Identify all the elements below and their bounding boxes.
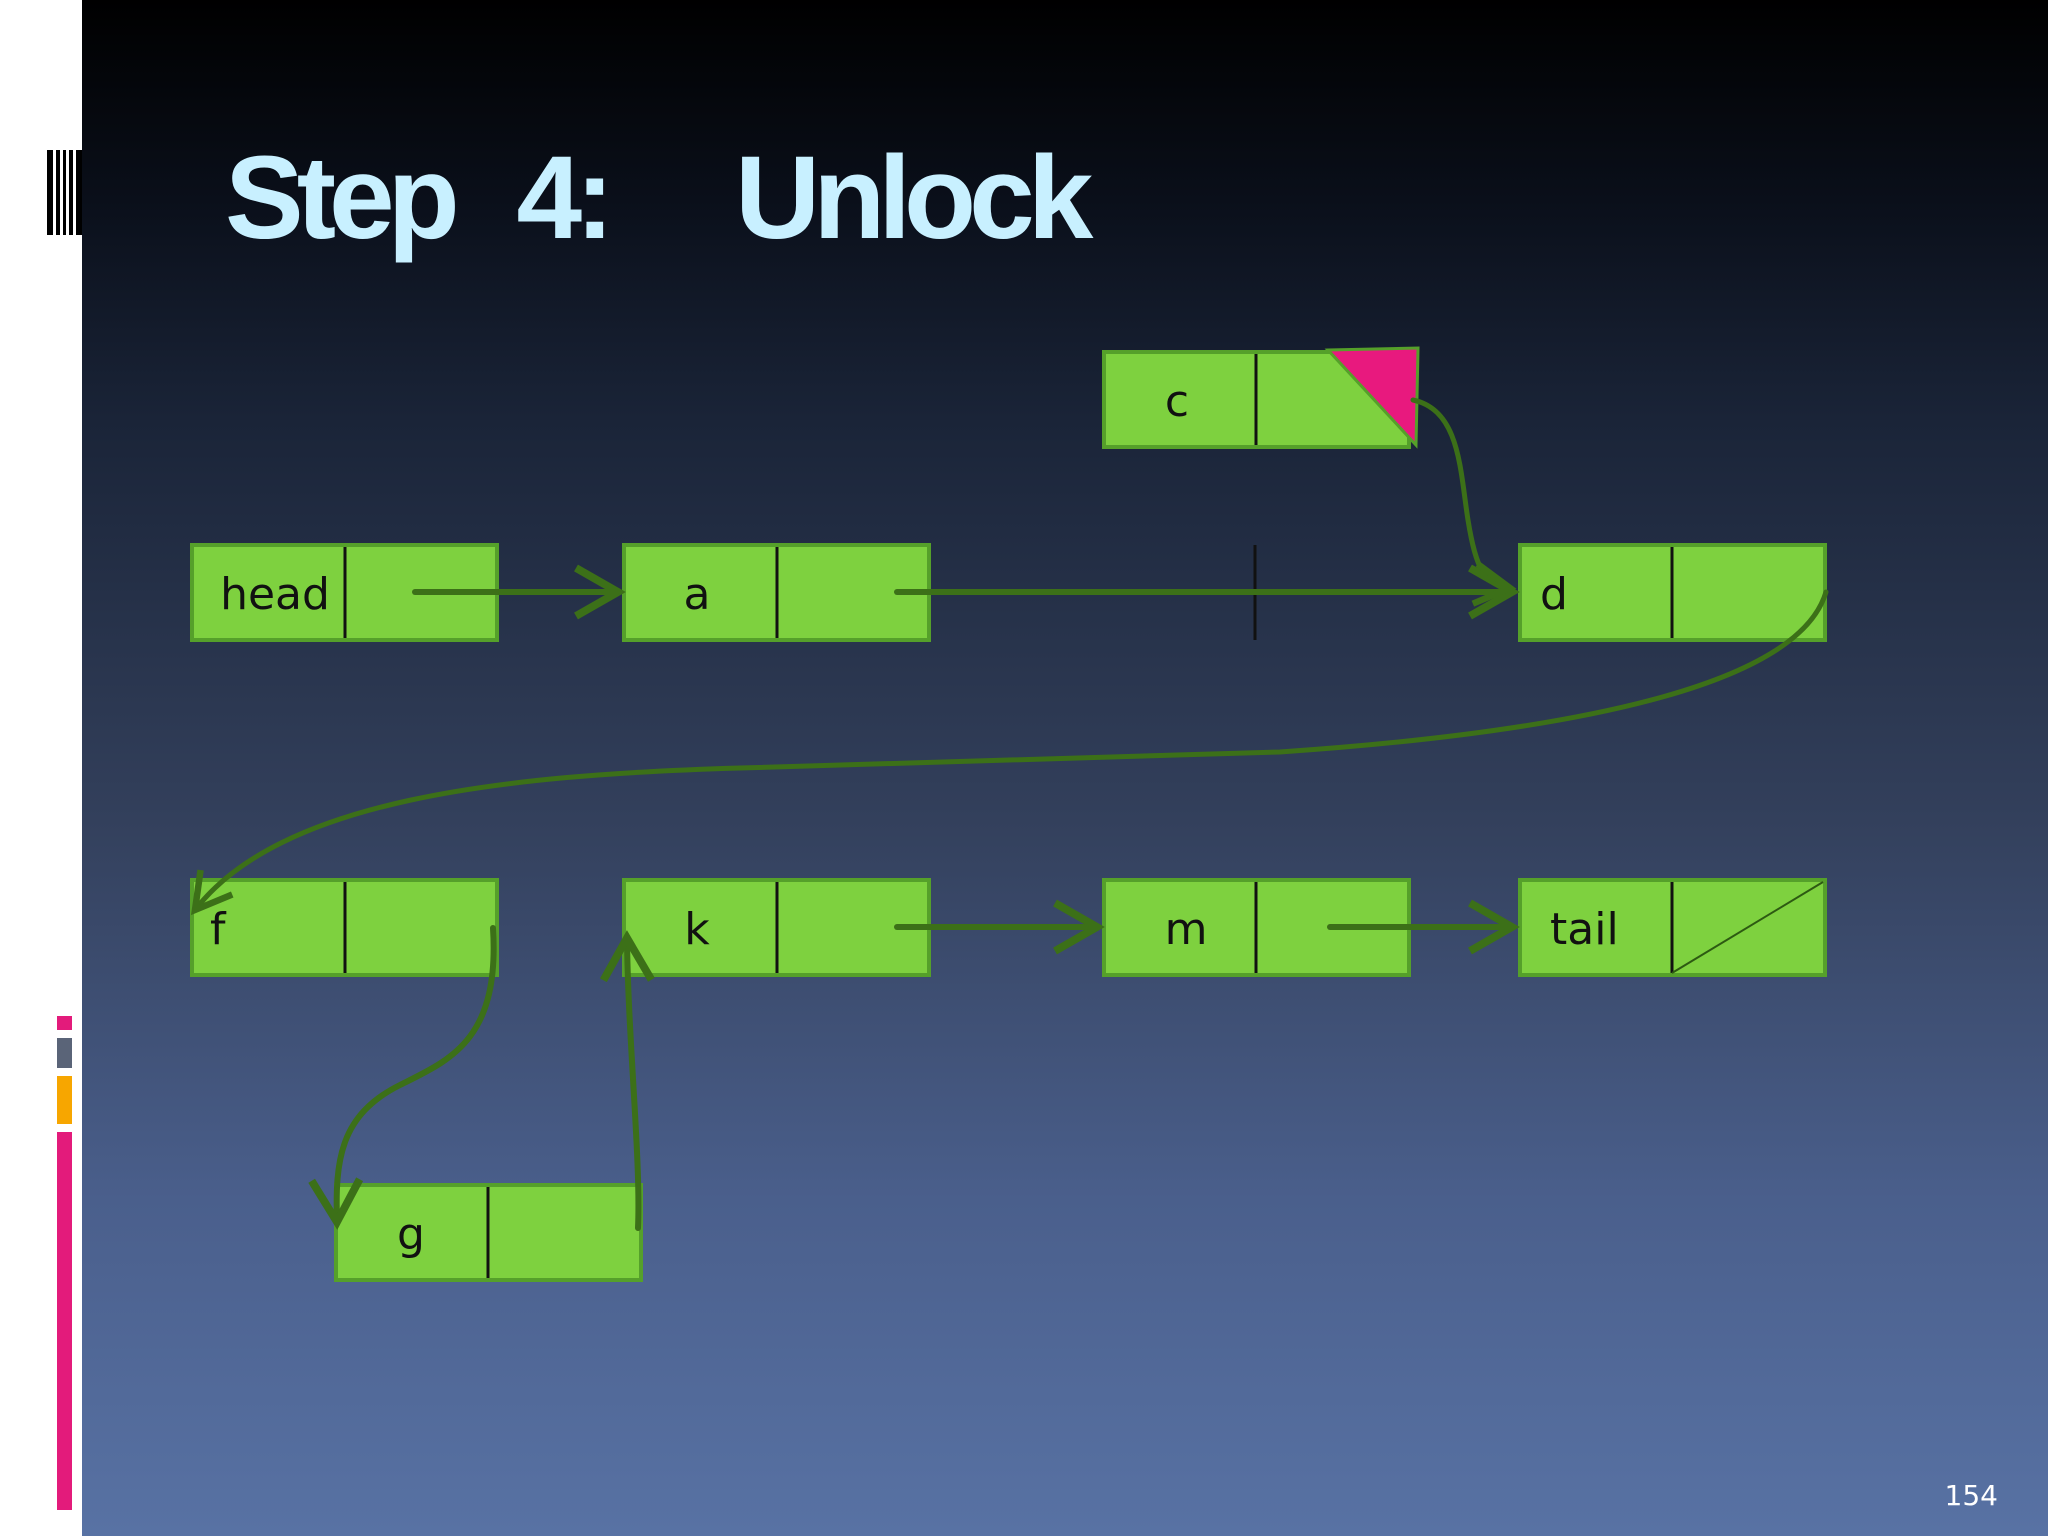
sidebar-decoration	[0, 0, 82, 1536]
node-tail: tail	[1518, 878, 1827, 977]
barcode-stripe	[56, 150, 60, 235]
pointer-d-to-f	[190, 589, 1829, 916]
node-a: a	[622, 543, 931, 642]
accent-bar-gray	[57, 1038, 72, 1068]
node-d: d	[1518, 543, 1827, 642]
node-g: g	[334, 1183, 643, 1282]
node-label: k	[684, 904, 710, 955]
pointer-g-to-k	[600, 930, 655, 1231]
node-label: d	[1540, 569, 1568, 620]
lock-marker	[1324, 346, 1420, 449]
barcode-stripe	[63, 150, 66, 235]
node-label: f	[210, 904, 227, 955]
pointers-layer	[190, 397, 1829, 1231]
node-k: k	[622, 878, 931, 977]
node-label: c	[1165, 376, 1189, 427]
barcode-stripe	[76, 150, 82, 235]
node-label: a	[684, 569, 711, 620]
node-head: head	[190, 543, 499, 642]
barcode-stripe	[47, 150, 53, 235]
slide-title: Step 4: Unlock	[225, 132, 1093, 264]
barcode-stripe	[69, 150, 73, 235]
page-number: 154	[1944, 1479, 1998, 1512]
null-pointer-slash	[1671, 881, 1824, 974]
accent-bar-orange	[57, 1076, 72, 1124]
node-label: m	[1165, 904, 1208, 955]
node-label: head	[220, 569, 330, 620]
node-label: tail	[1550, 904, 1619, 955]
node-label: g	[397, 1209, 425, 1260]
nodes-layer: head a c d f k m tail g	[190, 350, 1827, 1282]
pointer-f-to-g	[308, 925, 497, 1230]
accent-bar-pink	[57, 1016, 72, 1030]
pointer-c-to-d	[1410, 397, 1517, 607]
node-f: f	[190, 878, 499, 977]
accent-bar-pink-long	[57, 1132, 72, 1510]
